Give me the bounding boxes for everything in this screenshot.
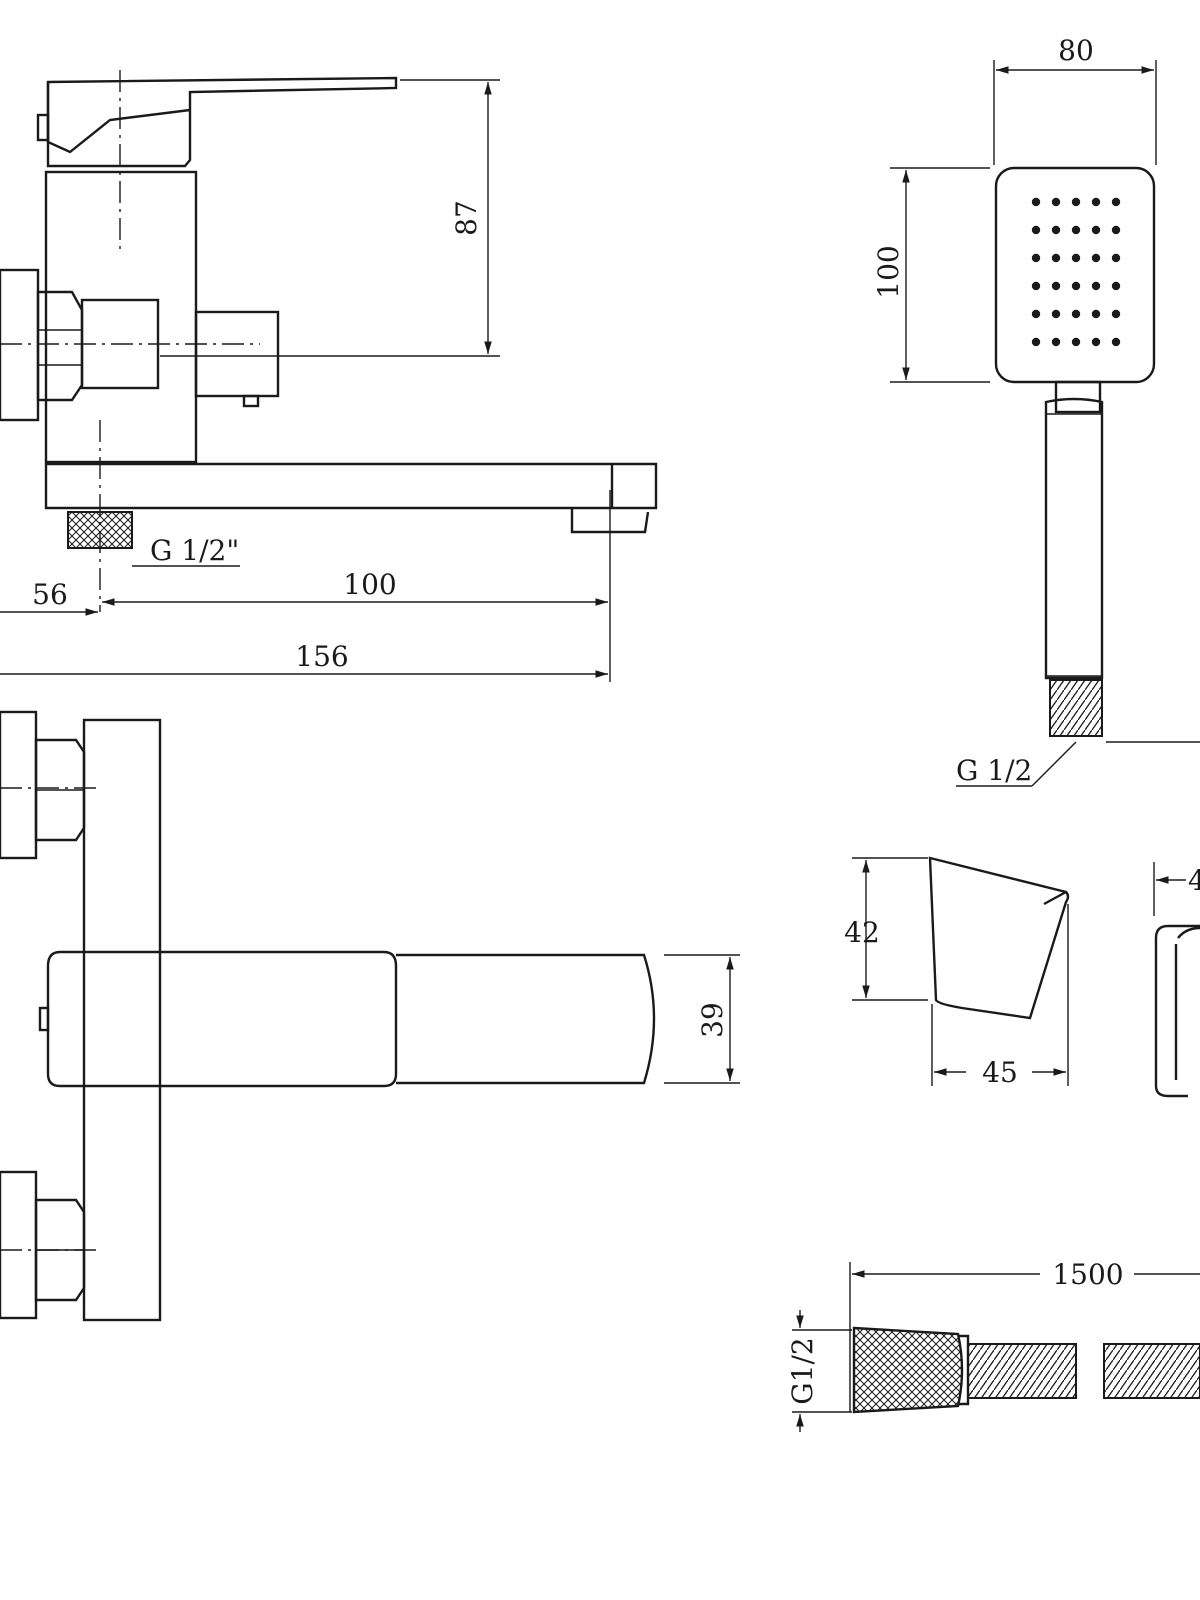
diverter-knob	[194, 310, 280, 398]
dim-shower-width-80: 80	[1058, 34, 1094, 67]
nozzle	[1051, 337, 1061, 347]
nozzle	[1111, 281, 1121, 291]
nozzle	[1091, 225, 1101, 235]
thread-label-side: G 1/2"	[150, 534, 239, 567]
nozzle	[1091, 309, 1101, 319]
nozzle	[1071, 225, 1081, 235]
shower-thread	[1049, 679, 1103, 737]
shower-hose: 1500 G1/2	[786, 1258, 1200, 1432]
dim-shower-height-100: 100	[872, 245, 905, 298]
diverter-pin	[242, 394, 260, 408]
nozzle	[1111, 309, 1121, 319]
nozzle	[1031, 197, 1041, 207]
dim-left-56: 56	[32, 578, 68, 611]
dim-spout-100: 100	[343, 568, 396, 601]
dim-holder-side-4: 4	[1188, 864, 1200, 897]
flange-top-lower	[0, 1170, 38, 1320]
wall-flange	[0, 268, 40, 422]
hand-shower: 80 100 G 1/2	[872, 34, 1200, 787]
hose-thread-label: G1/2	[786, 1337, 819, 1404]
dim-holder-width-45: 45	[982, 1056, 1018, 1089]
nozzle	[1071, 197, 1081, 207]
body-bar-top	[82, 718, 162, 1322]
lever-joint	[46, 82, 191, 154]
nozzle	[1091, 281, 1101, 291]
nozzle	[1031, 337, 1041, 347]
nozzle	[1071, 253, 1081, 263]
spout-aerator	[570, 508, 650, 534]
nozzle	[1051, 253, 1061, 263]
dim-height-87: 87	[450, 200, 483, 236]
flange-top-upper	[0, 710, 38, 860]
nozzle	[1111, 197, 1121, 207]
spout-top	[396, 953, 656, 1085]
nozzle	[1091, 253, 1101, 263]
nozzle	[1031, 225, 1041, 235]
dim-hose-length-1500: 1500	[1052, 1258, 1123, 1291]
mixer-body	[44, 170, 198, 464]
lever-screw	[36, 113, 50, 142]
holder-side	[928, 856, 1070, 1020]
spout-side	[44, 462, 658, 510]
nozzle	[1111, 225, 1121, 235]
shower-neck	[1054, 380, 1102, 414]
hex-nut-side	[36, 290, 84, 402]
nozzle	[1071, 337, 1081, 347]
dim-total-156: 156	[295, 640, 348, 673]
nozzle	[1051, 225, 1061, 235]
hose-nut	[852, 1326, 964, 1414]
nozzle	[1071, 281, 1081, 291]
nozzle	[1091, 337, 1101, 347]
lever-top	[46, 950, 398, 1088]
mixer-lever	[46, 76, 398, 168]
dim-holder-height-42: 42	[844, 916, 880, 949]
nozzle	[1031, 309, 1041, 319]
nozzle	[1111, 253, 1121, 263]
nozzle	[1031, 281, 1041, 291]
mixer-top-view: 39	[0, 710, 740, 1322]
shower-nozzles	[1031, 197, 1121, 347]
nozzle	[1031, 253, 1041, 263]
nozzle	[1051, 309, 1061, 319]
dim-spout-width-39: 39	[696, 1002, 729, 1038]
mixer-side-view: 87 G 1/2" 56 100 156	[0, 70, 658, 682]
nozzle	[1111, 337, 1121, 347]
nozzle	[1051, 197, 1061, 207]
shower-handle	[1044, 397, 1104, 680]
holder-front	[1154, 924, 1200, 1098]
nozzle	[1091, 197, 1101, 207]
wall-holder: 42 45 4	[844, 856, 1200, 1098]
hose-segment-right	[1103, 1343, 1200, 1399]
hose-segment-left	[967, 1343, 1077, 1399]
thread-label-shower: G 1/2	[956, 754, 1032, 787]
nozzle	[1071, 309, 1081, 319]
nozzle	[1051, 281, 1061, 291]
